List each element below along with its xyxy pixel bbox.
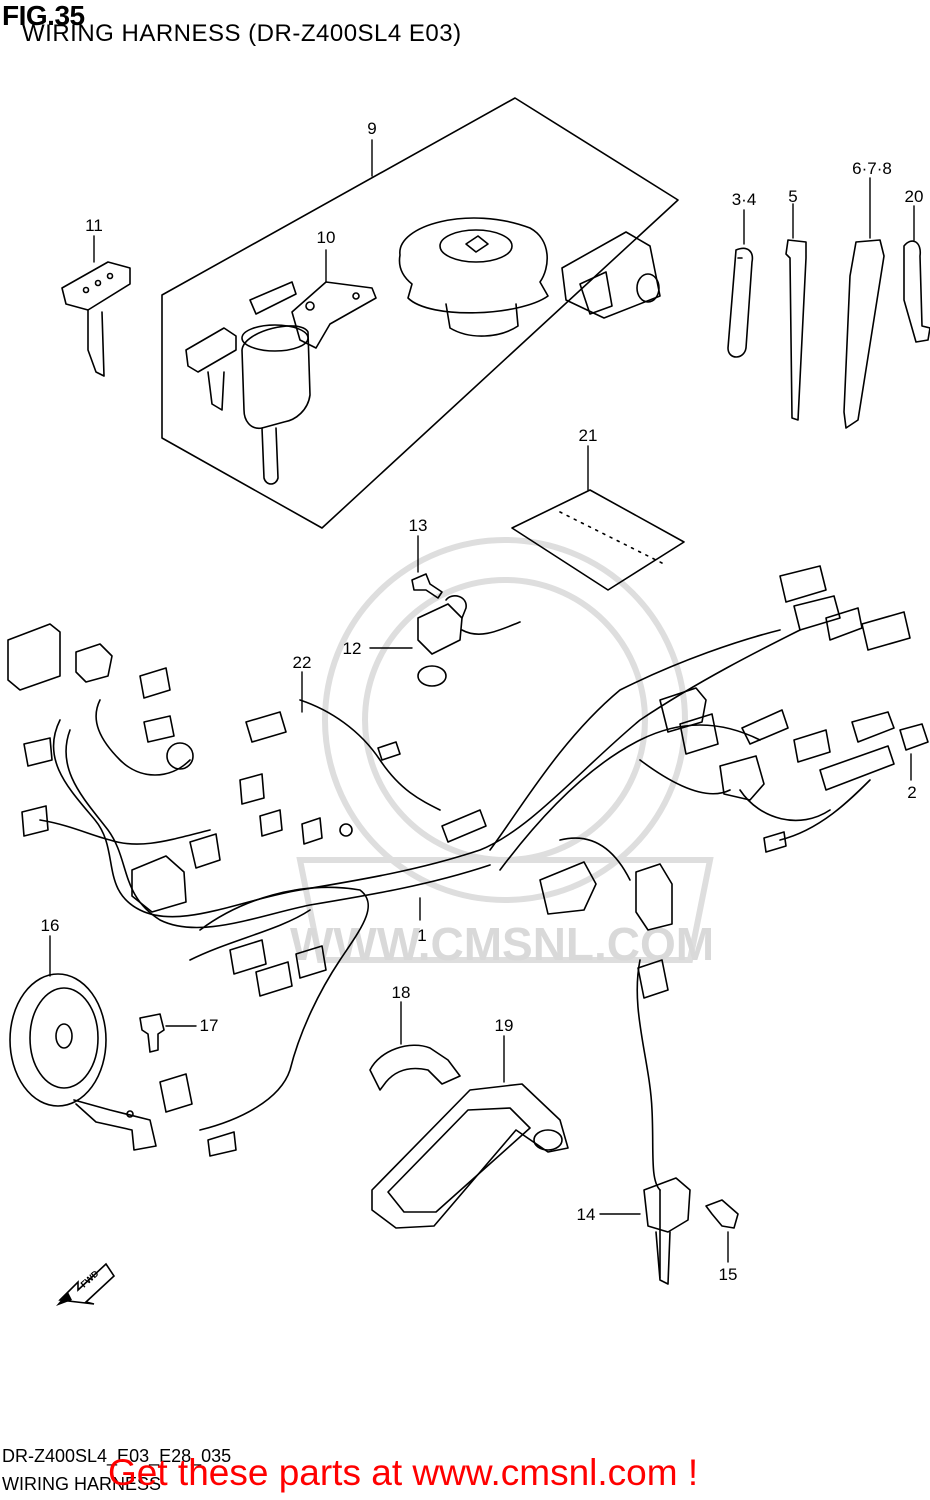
callout-2: 2 [907,783,916,802]
cable-tie-icon [785,239,807,421]
diagram-code: DR-Z400SL4_E03_E28_035 [2,1446,232,1466]
callout-1: 1 [417,926,426,945]
callout-5: 5 [788,187,797,206]
callout-16: 16 [41,916,60,935]
callout-13: 13 [409,516,428,535]
watermark-text: WWW.CMSNL.COM [290,918,714,970]
leader-lines [49,139,915,1263]
callout-3-4: 3·4 [732,190,757,209]
bracket-icon [371,1083,569,1229]
clamp-tie-icon [843,239,885,429]
band-strap-icon [727,247,754,358]
callout-9: 9 [367,119,376,138]
ignition-switch-icon [185,281,377,485]
label-sheet-icon [511,489,685,591]
switch-14-icon [643,1177,691,1285]
figure-title: WIRING HARNESS (DR-Z400SL4 E03) [22,20,462,47]
callout-20: 20 [905,187,924,206]
connector-icons [7,565,929,1157]
bolt-15-icon [705,1199,739,1229]
callout-6-7-8: 6·7·8 [852,159,892,178]
callout-10: 10 [317,228,336,247]
callout-19: 19 [495,1016,514,1035]
sensor-12-icon [417,595,521,687]
cmsnl-promo-link[interactable]: Get these parts at www.cmsnl.com ! [108,1452,699,1493]
callout-22: 22 [293,653,312,672]
callout-14: 14 [577,1205,596,1224]
bolt-icon [411,573,443,599]
callout-21: 21 [579,426,598,445]
section-label: WIRING HARNESS [2,1474,162,1494]
callout-17: 17 [200,1016,219,1035]
key-icon [61,261,131,377]
callout-18: 18 [392,983,411,1002]
horn-icon [9,973,157,1151]
main-wiring-harness [39,629,801,1279]
fuel-cap-icon [398,217,549,337]
fwd-arrow-icon: FWD [56,1262,116,1306]
callout-11: 11 [85,216,103,235]
ignition-kit-box [161,97,679,529]
cover-icon [369,1044,461,1091]
callout-labels: 1 2 3·4 5 6·7·8 9 10 11 12 13 14 15 16 1… [41,119,924,1284]
figure-number: FIG.35 [2,0,85,31]
wire-clip-icon [903,240,930,343]
callout-12: 12 [343,639,362,658]
callout-15: 15 [719,1265,738,1284]
bolt-17-icon [139,1013,165,1053]
cms-watermark: WWW.CMSNL.COM [290,537,714,970]
lock-block-icon [561,231,661,319]
